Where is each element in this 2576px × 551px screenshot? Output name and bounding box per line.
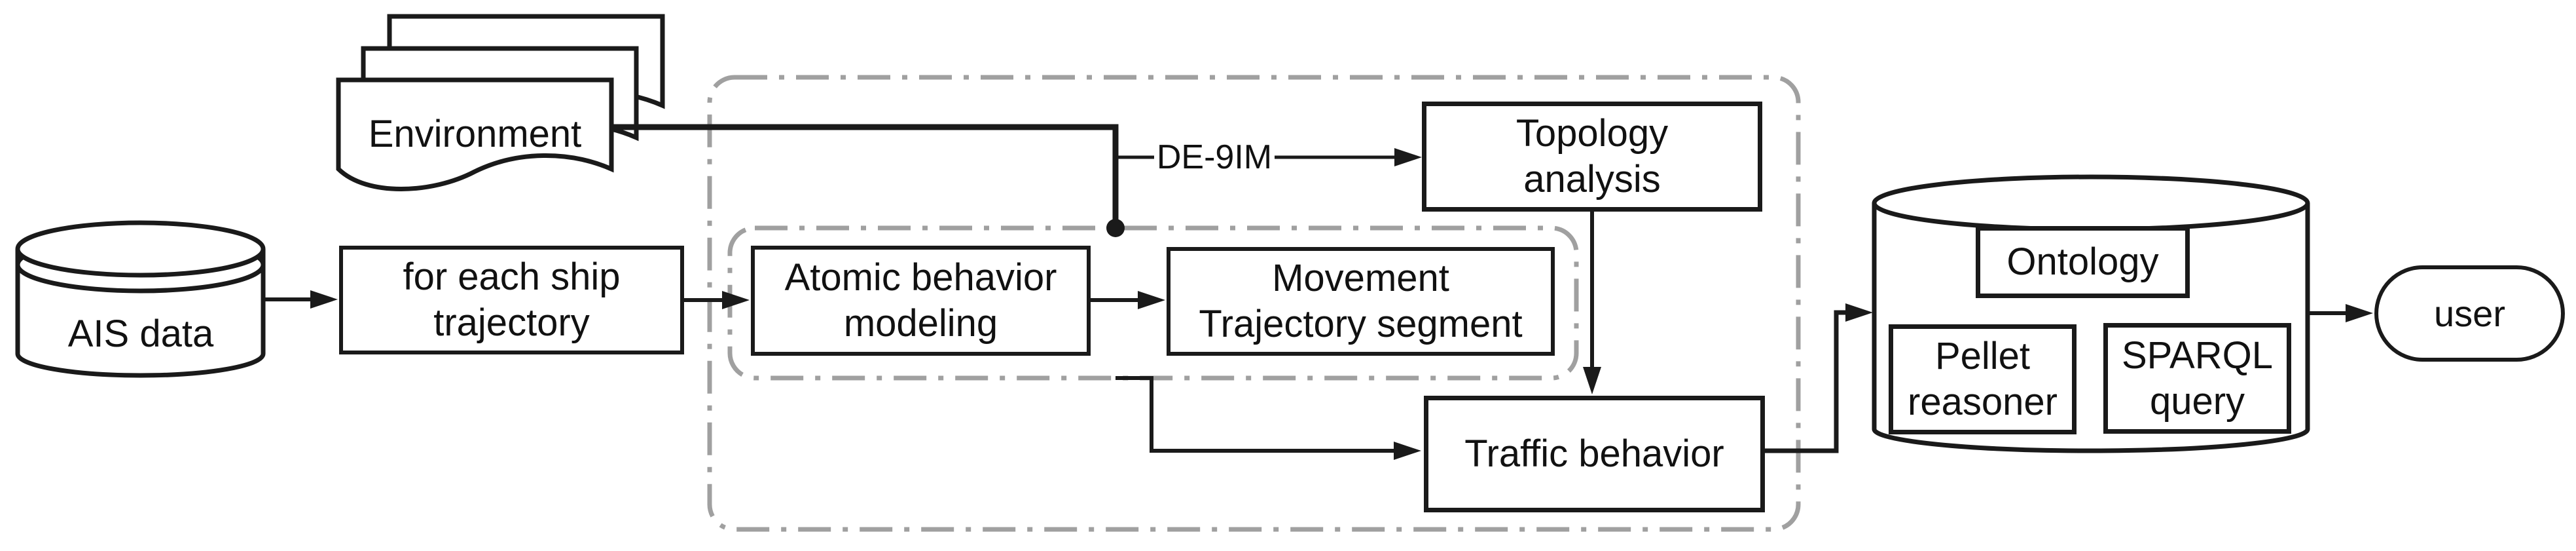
ais-data-label-node: AIS data bbox=[26, 307, 255, 362]
topology-analysis-line2: analysis bbox=[1523, 158, 1661, 200]
movement-segment-line2: Trajectory segment bbox=[1199, 303, 1523, 345]
topology-analysis-line1: Topology bbox=[1515, 112, 1669, 155]
de9im-text: DE-9IM bbox=[1156, 138, 1273, 176]
for-each-ship-line1: for each ship bbox=[403, 256, 621, 298]
document-front bbox=[336, 77, 614, 191]
traffic-behavior-box: Traffic behavior bbox=[1424, 396, 1765, 512]
for-each-ship-line2: trajectory bbox=[433, 301, 590, 344]
arrowhead-user bbox=[2346, 304, 2373, 322]
junction-dot bbox=[1106, 219, 1125, 237]
pellet-reasoner-line1: Pellet bbox=[1934, 335, 2031, 377]
arrowhead-knowledgebase bbox=[1845, 303, 1873, 322]
movement-segment-box: Movement Trajectory segment bbox=[1167, 247, 1555, 356]
environment-label: Environment bbox=[368, 113, 582, 155]
arrowhead-movement bbox=[1138, 291, 1165, 309]
arrowhead-topology bbox=[1394, 148, 1422, 166]
outer-dashed-container bbox=[707, 75, 1801, 532]
movement-segment-line1: Movement bbox=[1272, 257, 1449, 299]
arrowheads bbox=[310, 148, 2373, 460]
sparql-query-line1: SPARQL bbox=[2121, 333, 2273, 377]
ais-data-label: AIS data bbox=[67, 313, 214, 355]
traffic-behavior-label: Traffic behavior bbox=[1464, 432, 1724, 475]
user-label: user bbox=[2434, 292, 2505, 334]
connectors bbox=[263, 124, 2347, 453]
arrowhead-traffic-top bbox=[1583, 367, 1601, 394]
edge-environment-elbow bbox=[611, 124, 1119, 228]
pellet-reasoner-line2: reasoner bbox=[1908, 381, 2058, 423]
ontology-box: Ontology bbox=[1976, 226, 2190, 298]
atomic-behavior-line1: Atomic behavior bbox=[784, 256, 1057, 299]
ais-data-cylinder bbox=[15, 220, 266, 378]
for-each-ship-box: for each ship trajectory bbox=[339, 246, 684, 354]
atomic-behavior-line2: modeling bbox=[843, 302, 998, 345]
edge-innergroup-to-traffic bbox=[1116, 376, 1395, 453]
ontology-label: Ontology bbox=[2006, 240, 2159, 283]
de9im-edge-label: DE-9IM bbox=[1154, 138, 1275, 176]
user-node: user bbox=[2374, 265, 2565, 362]
pellet-reasoner-box: Pellet reasoner bbox=[1889, 324, 2077, 434]
arrowhead-foreach bbox=[310, 290, 338, 309]
topology-analysis-box: Topology analysis bbox=[1422, 102, 1762, 212]
edge-traffic-to-knowledgebase bbox=[1765, 310, 1847, 453]
sparql-query-box: SPARQL query bbox=[2103, 323, 2291, 434]
arrowhead-traffic-left bbox=[1394, 442, 1421, 460]
atomic-behavior-box: Atomic behavior modeling bbox=[751, 246, 1091, 356]
environment-documents bbox=[336, 14, 665, 191]
environment-label-node: Environment bbox=[338, 106, 611, 162]
sparql-query-line2: query bbox=[2149, 379, 2245, 423]
arrowhead-atomic bbox=[722, 291, 750, 309]
